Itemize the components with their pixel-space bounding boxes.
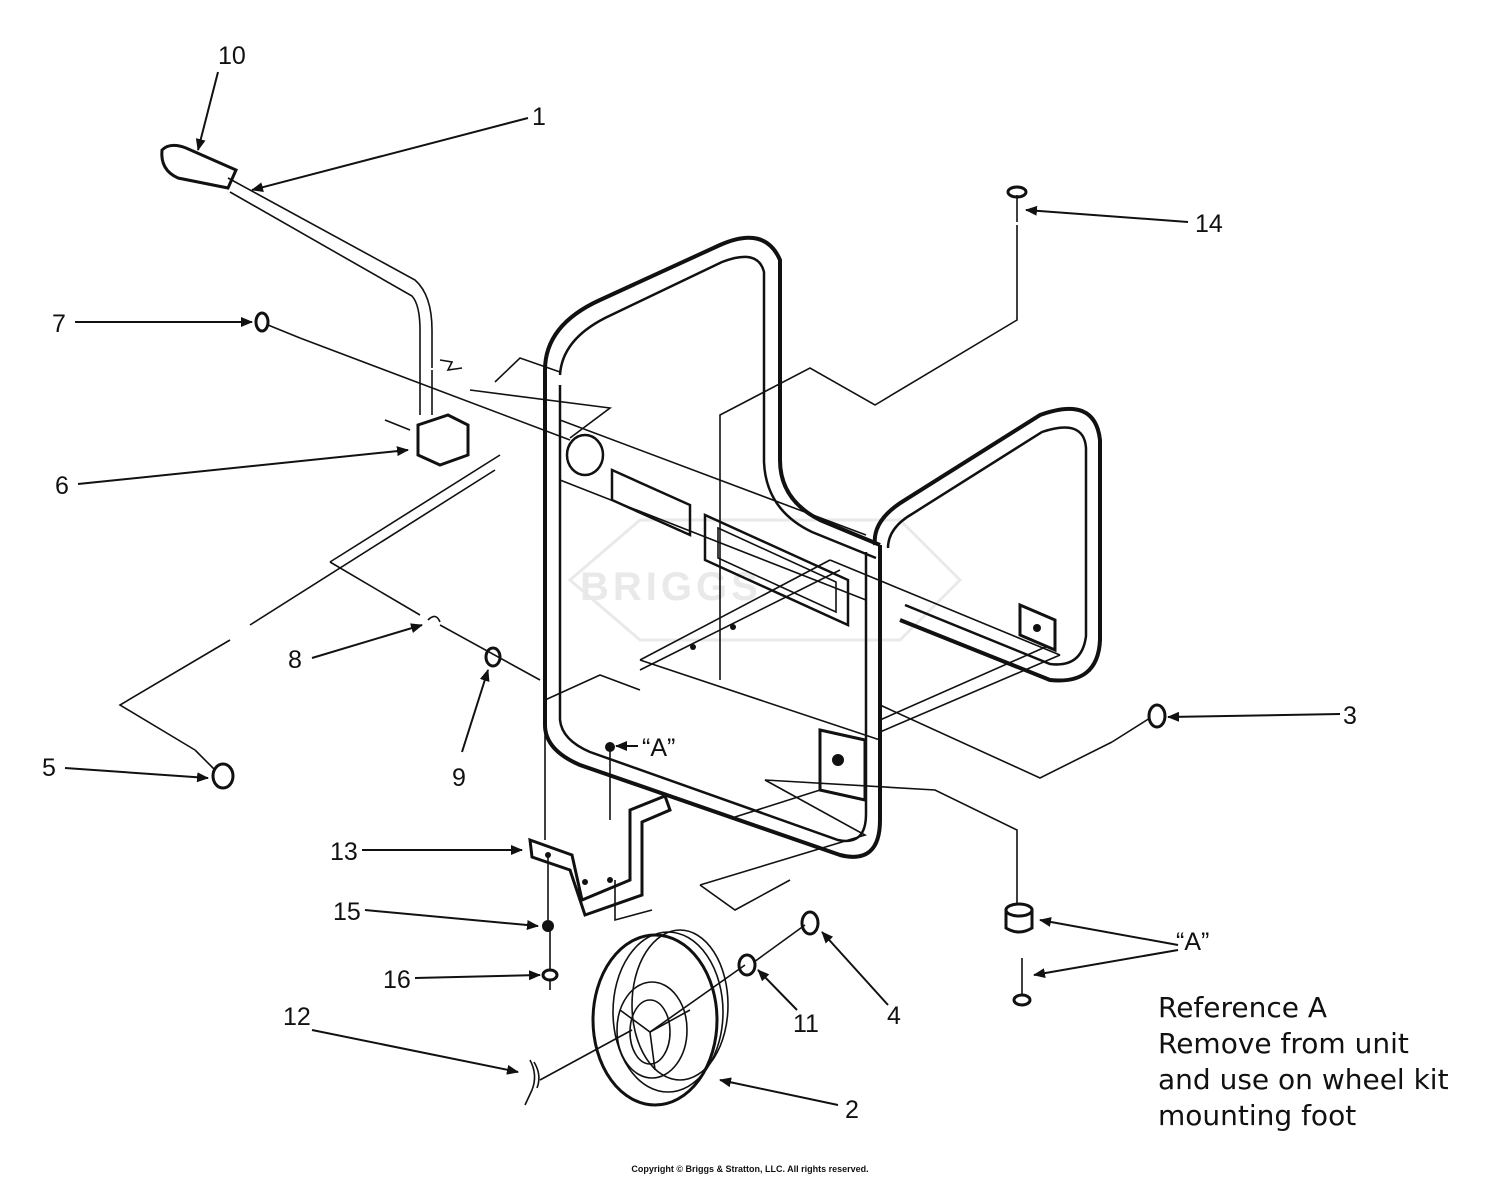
leader-12 xyxy=(311,1029,519,1075)
watermark-logo: BRIGGS xyxy=(567,518,963,642)
callout-6: 6 xyxy=(55,472,69,500)
leader-4 xyxy=(821,931,889,1006)
leader-a-right-2 xyxy=(1033,949,1179,979)
leader-11 xyxy=(757,969,798,1011)
callout-labels: 10 1 7 6 8 9 5 14 3 “A” 13 15 16 12 2 11… xyxy=(42,42,1357,1124)
reference-note-line: Reference A xyxy=(1158,991,1328,1024)
callout-1: 1 xyxy=(532,103,546,131)
alignment-lines xyxy=(118,225,1113,1081)
callout-12: 12 xyxy=(283,1003,311,1031)
leader-6 xyxy=(77,446,409,485)
callout-2: 2 xyxy=(845,1096,859,1124)
leader-5 xyxy=(64,767,209,783)
reference-note-line: and use on wheel kit xyxy=(1158,1063,1449,1096)
callout-a-top: “A” xyxy=(642,734,675,762)
reference-note-line: mounting foot xyxy=(1158,1099,1357,1132)
callout-16: 16 xyxy=(383,966,411,994)
leader-1 xyxy=(251,117,529,193)
hardware-parts xyxy=(194,185,1167,1106)
callout-5: 5 xyxy=(42,754,56,782)
leader-a-right-1 xyxy=(1039,917,1179,946)
leader-2 xyxy=(719,1077,839,1106)
copyright-notice: Copyright © Briggs & Stratton, LLC. All … xyxy=(631,1164,869,1174)
callout-4: 4 xyxy=(887,1002,901,1030)
leader-16 xyxy=(414,970,541,981)
callout-a-right: “A” xyxy=(1176,928,1209,956)
callout-10: 10 xyxy=(218,42,246,70)
leader-15 xyxy=(364,909,539,930)
callout-7: 7 xyxy=(52,310,66,338)
reference-note: Reference A Remove from unit and use on … xyxy=(1158,990,1488,1134)
leader-9 xyxy=(461,669,490,753)
callout-14: 14 xyxy=(1195,210,1223,238)
generator-frame xyxy=(543,235,1102,859)
watermark-text: BRIGGS xyxy=(580,565,762,609)
callout-13: 13 xyxy=(330,838,358,866)
leader-3 xyxy=(1167,711,1341,722)
leader-14 xyxy=(1025,205,1189,223)
wheel xyxy=(591,929,729,1107)
handle-assembly xyxy=(160,143,470,467)
reference-note-line: Remove from unit xyxy=(1158,1027,1409,1060)
callout-15: 15 xyxy=(333,898,361,926)
callout-8: 8 xyxy=(288,646,302,674)
leader-lines xyxy=(64,71,1341,1106)
callout-3: 3 xyxy=(1343,702,1357,730)
callout-11: 11 xyxy=(793,1010,819,1038)
callout-9: 9 xyxy=(452,764,466,792)
leader-10 xyxy=(195,71,219,151)
leader-8 xyxy=(311,623,423,659)
